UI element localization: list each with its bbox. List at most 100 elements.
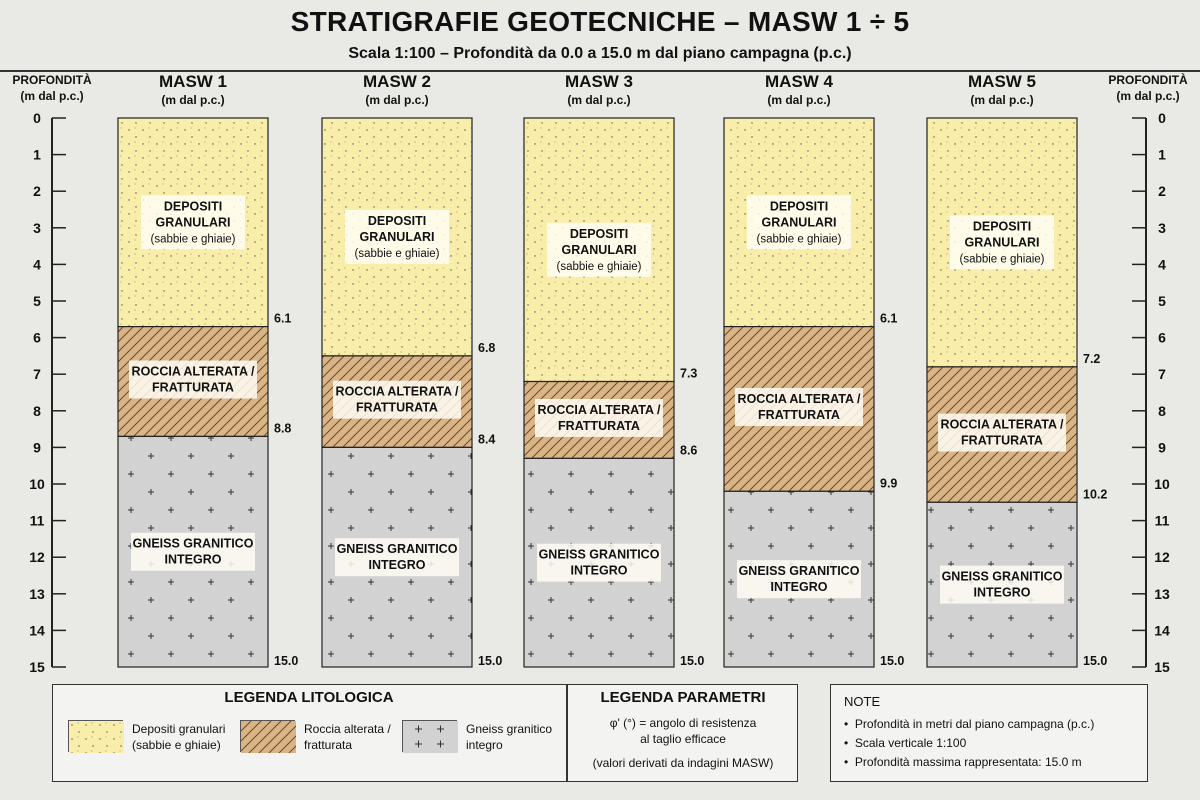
legend-item-granular-label: Depositi granulari [132, 722, 226, 736]
depth-label: 8.6 [680, 443, 697, 457]
axis-tick-label: 6 [1158, 330, 1166, 346]
column-header-masw-3: MASW 3 (m dal p.c.) [524, 72, 674, 108]
column-unit: (m dal p.c.) [161, 93, 225, 107]
granular-swatch [68, 720, 124, 753]
note-item: • Profondità massima rappresentata: 15.0… [844, 755, 1082, 769]
layer-label-line: GRANULARI [762, 215, 837, 229]
axis-tick-label: 7 [33, 366, 41, 382]
depth-label: 7.3 [680, 367, 697, 381]
note-item-text: Scala verticale 1:100 [854, 736, 967, 750]
legend-lito-title: LEGENDA LITOLOGICA [224, 689, 394, 706]
layer-label-plate [735, 387, 863, 426]
depth-label: 8.8 [274, 421, 291, 435]
left-axis-label: PROFONDITÀ [12, 73, 92, 87]
legend-item-rock-sub: fratturata [304, 738, 353, 752]
axis-tick-label: 0 [1158, 110, 1166, 126]
layer-label-plate [335, 538, 459, 577]
legend-param-body: φ' (°) = angolo di resistenza al taglio … [568, 715, 798, 771]
axis-tick-label: 15 [29, 659, 45, 675]
layer-label-line: (sabbie e ghiaie) [959, 253, 1044, 265]
layer-label-line: GRANULARI [360, 230, 435, 244]
layer-label-line: FRATTURATA [961, 434, 1043, 448]
layer-label-line: ROCCIA ALTERATA / [538, 403, 661, 417]
layer-label-plate [950, 215, 1054, 270]
column-name: MASW 5 [968, 72, 1036, 91]
axis-tick-label: 8 [33, 403, 41, 419]
axis-tick-label: 3 [1158, 220, 1166, 236]
axis-tick-label: 12 [1154, 549, 1170, 565]
notes-title: NOTE [844, 694, 881, 709]
axis-tick-label: 11 [30, 513, 45, 529]
axis-tick-label: 15 [1154, 659, 1170, 675]
layer-label-plate [747, 195, 851, 250]
layer-label-line: INTEGRO [571, 564, 628, 578]
layer-label-line: DEPOSITI [368, 214, 426, 228]
axis-tick-label: 4 [1158, 256, 1166, 272]
axis-tick-label: 11 [1155, 513, 1170, 529]
axis-tick-label: 1 [1158, 147, 1166, 163]
layer-label-line: INTEGRO [771, 580, 828, 594]
legend-item-gneiss: Gneiss granitico integro [466, 721, 552, 753]
legend-item-gneiss-sub: integro [466, 738, 503, 752]
column-name: MASW 3 [565, 72, 633, 91]
depth-label: 6.1 [880, 312, 897, 326]
axis-tick-label: 4 [33, 256, 41, 272]
axis-tick-label: 14 [1154, 622, 1170, 638]
layer-label-line: GRANULARI [562, 243, 637, 257]
layer-label-line: GNEISS GRANITICO [942, 570, 1063, 584]
legend-divider [566, 684, 568, 782]
layer-label-line: (sabbie e ghiaie) [354, 248, 439, 260]
column-name: MASW 4 [765, 72, 833, 91]
note-item: • Scala verticale 1:100 [844, 736, 967, 750]
axis-tick-label: 14 [29, 622, 45, 638]
layer-label-line: ROCCIA ALTERATA / [132, 365, 255, 379]
layer-label-line: GRANULARI [965, 235, 1040, 249]
depth-label: 7.2 [1083, 352, 1100, 366]
legend-item-rock-label: Roccia alterata / [304, 722, 391, 736]
layer-label-line: (sabbie e ghiaie) [150, 233, 235, 245]
layer-label-plate [547, 222, 651, 277]
depth-label: 15.0 [680, 654, 704, 668]
right-axis-label: PROFONDITÀ [1108, 73, 1188, 87]
depth-label: 15.0 [1083, 654, 1107, 668]
column-name: MASW 2 [363, 72, 431, 91]
layer-label-line: DEPOSITI [770, 199, 828, 213]
layer-label-line: GNEISS GRANITICO [133, 537, 254, 551]
right-axis-heading: PROFONDITÀ (m dal p.c.) [1093, 72, 1200, 104]
layer-label-line: INTEGRO [165, 553, 222, 567]
axis-tick-label: 10 [1154, 476, 1170, 492]
layer-label-plate [940, 565, 1064, 604]
axis-tick-label: 12 [29, 549, 45, 565]
column-name: MASW 1 [159, 72, 227, 91]
legend-item-granular: Depositi granulari (sabbie e ghiaie) [132, 721, 225, 753]
layer-label-plate [537, 543, 661, 582]
depth-label: 10.2 [1083, 487, 1107, 501]
column-unit: (m dal p.c.) [567, 93, 631, 107]
layer-label-plate [141, 195, 245, 250]
depth-label: 6.1 [274, 312, 291, 326]
depth-label: 8.4 [478, 432, 495, 446]
axis-tick-label: 9 [1158, 439, 1166, 455]
axis-tick-label: 10 [29, 476, 45, 492]
layer-label-plate [938, 413, 1066, 452]
page-subtitle: Scala 1:100 – Profondità da 0.0 a 15.0 m… [348, 45, 852, 62]
layer-label-plate [737, 560, 861, 599]
layer-label-line: (sabbie e ghiaie) [556, 261, 641, 273]
column-header-masw-4: MASW 4 (m dal p.c.) [724, 72, 874, 108]
layer-label-line: FRATTURATA [152, 381, 234, 395]
left-axis-unit: (m dal p.c.) [20, 89, 84, 103]
legend-item-granular-sub: (sabbie e ghiaie) [132, 738, 221, 752]
column-unit: (m dal p.c.) [767, 93, 831, 107]
column-unit: (m dal p.c.) [970, 93, 1034, 107]
axis-tick-label: 2 [33, 183, 41, 199]
layer-label-line: FRATTURATA [356, 401, 438, 415]
right-axis-unit: (m dal p.c.) [1116, 89, 1180, 103]
axis-tick-label: 6 [33, 330, 41, 346]
depth-label: 15.0 [274, 654, 298, 668]
